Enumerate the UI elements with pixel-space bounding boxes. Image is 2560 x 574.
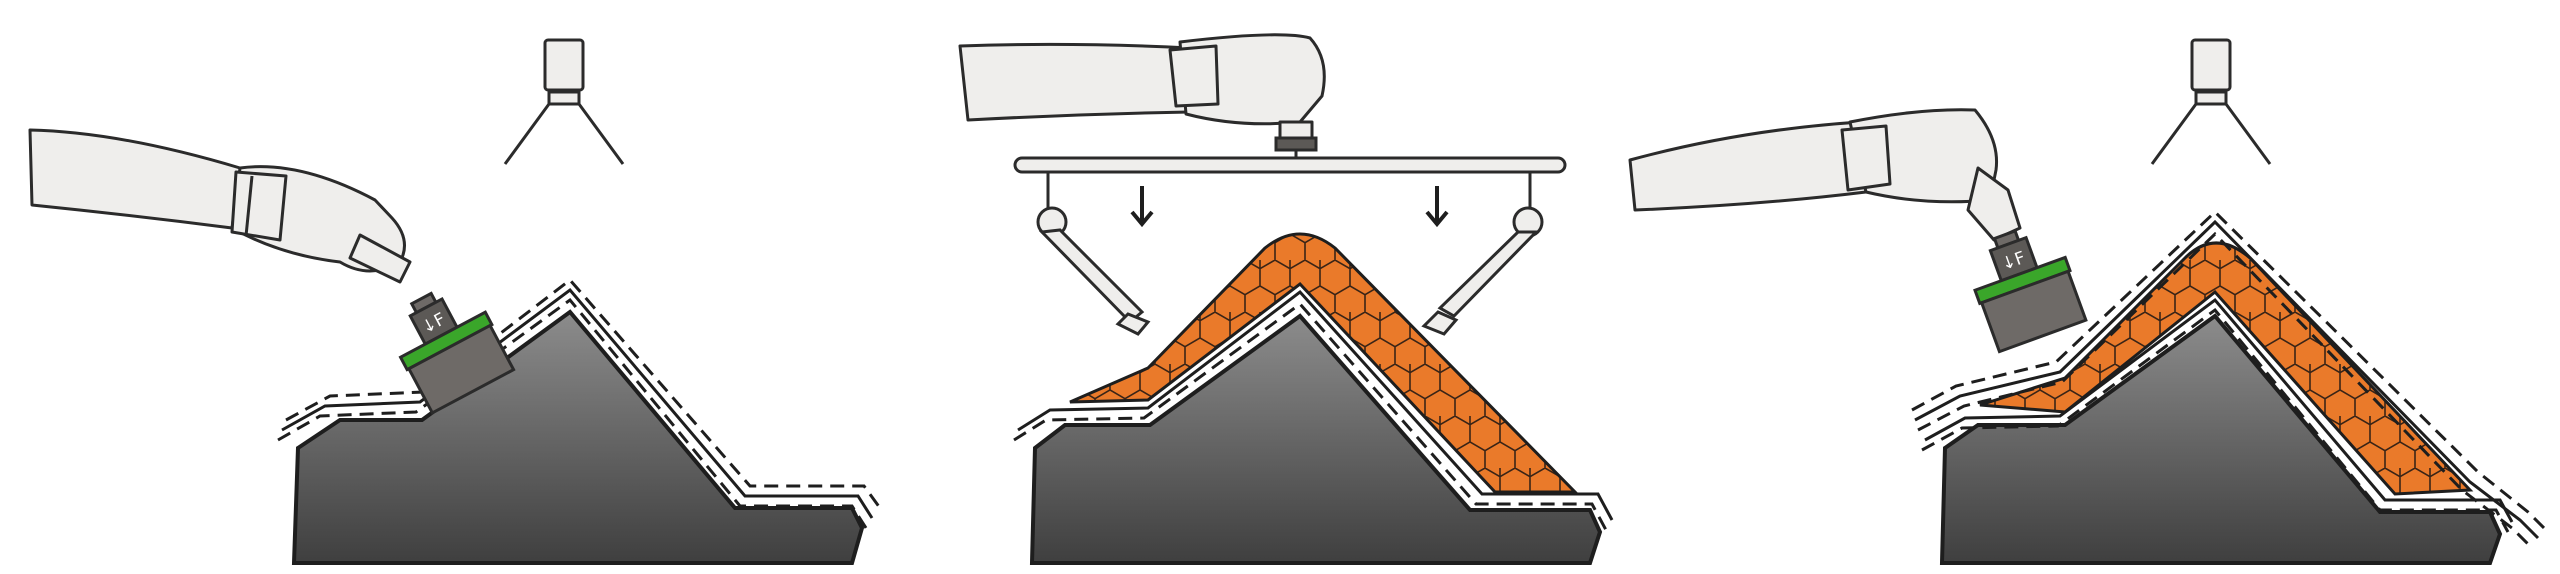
robot-arm-icon <box>958 33 1326 158</box>
mold-base <box>1939 313 2503 565</box>
end-effector: ↓F <box>1973 229 2088 354</box>
compaction-block <box>406 323 516 415</box>
camera-icon <box>2150 38 2272 165</box>
robot-arm-icon <box>1628 108 2022 242</box>
camera-icon <box>503 38 625 165</box>
film-layer-dashed-2 <box>285 277 882 509</box>
panel-2 <box>958 33 1614 565</box>
film-layer-dashed <box>1013 301 1608 531</box>
left-gripper-pad <box>1115 312 1151 336</box>
end-effector: ↓F <box>398 291 516 415</box>
right-gripper-arm <box>1437 230 1540 318</box>
right-gripper-pad <box>1421 310 1459 336</box>
left-gripper-arm <box>1038 228 1145 325</box>
mold-base <box>291 309 865 565</box>
film-layer-dashed <box>1921 307 2510 533</box>
film-layer-inner <box>1017 289 1614 521</box>
panel-1: ↓F <box>28 38 882 565</box>
robot-arm-icon <box>28 128 412 284</box>
mold-base <box>1029 313 1603 565</box>
honeycomb-ply <box>1069 232 1579 494</box>
film-layer-dashed <box>277 297 868 529</box>
gantry-icon <box>1013 156 1567 336</box>
gantry-bar <box>1013 156 1567 174</box>
wrist <box>1278 120 1314 140</box>
film-layer-dashed-outer-2 <box>1911 209 2548 532</box>
film-layer-dashed-outer <box>1917 231 2532 548</box>
film-layer-outer <box>1914 219 2540 540</box>
film-layer-inner <box>1924 297 2514 523</box>
film-layer-inner <box>281 287 874 519</box>
compaction-block <box>1979 269 2088 354</box>
force-arrow-icon <box>1130 186 1449 228</box>
flange <box>1274 136 1318 152</box>
panel-3: ↓F <box>1628 38 2548 565</box>
